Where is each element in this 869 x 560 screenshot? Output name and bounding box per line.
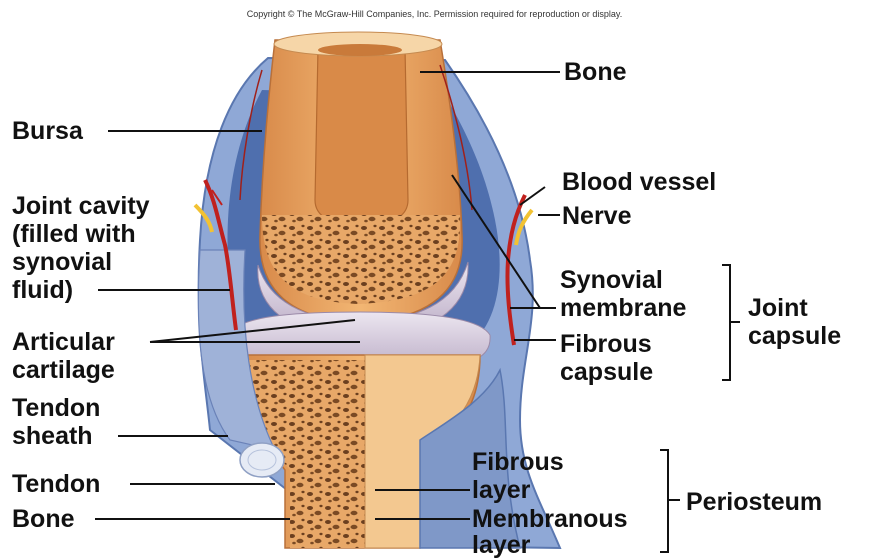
medullary-cavity: [315, 48, 408, 225]
joint-capsule-bracket: [722, 265, 740, 380]
periosteum-bracket: [660, 450, 680, 552]
label-bursa: Bursa: [12, 117, 83, 145]
label-joint-cavity-3: synovial: [12, 248, 112, 276]
label-fibrous-layer-2: layer: [472, 476, 530, 504]
label-articular-2: cartilage: [12, 356, 115, 384]
label-joint-capsule-1: Joint: [748, 294, 808, 322]
label-tendon-sheath-1: Tendon: [12, 394, 100, 422]
label-synovial-2: membrane: [560, 294, 686, 322]
marrow-opening: [318, 44, 402, 56]
label-tendon-sheath-2: sheath: [12, 422, 93, 450]
label-bone-top: Bone: [564, 58, 627, 86]
label-tendon: Tendon: [12, 470, 100, 498]
label-joint-cavity-4: fluid): [12, 276, 73, 304]
label-fibrous-capsule-2: capsule: [560, 358, 653, 386]
label-bone-bottom: Bone: [12, 505, 75, 533]
label-articular-1: Articular: [12, 328, 115, 356]
label-joint-capsule-2: capsule: [748, 322, 841, 350]
label-joint-cavity-1: Joint cavity: [12, 192, 150, 220]
tendon-end: [240, 443, 284, 477]
label-fibrous-layer-1: Fibrous: [472, 448, 564, 476]
label-membranous-layer-1: Membranous: [472, 505, 628, 533]
label-nerve: Nerve: [562, 202, 632, 230]
label-periosteum: Periosteum: [686, 488, 822, 516]
label-blood-vessel: Blood vessel: [562, 168, 716, 196]
label-synovial-1: Synovial: [560, 266, 663, 294]
label-membranous-layer-2: layer: [472, 531, 530, 559]
label-fibrous-capsule-1: Fibrous: [560, 330, 652, 358]
label-joint-cavity-2: (filled with: [12, 220, 136, 248]
